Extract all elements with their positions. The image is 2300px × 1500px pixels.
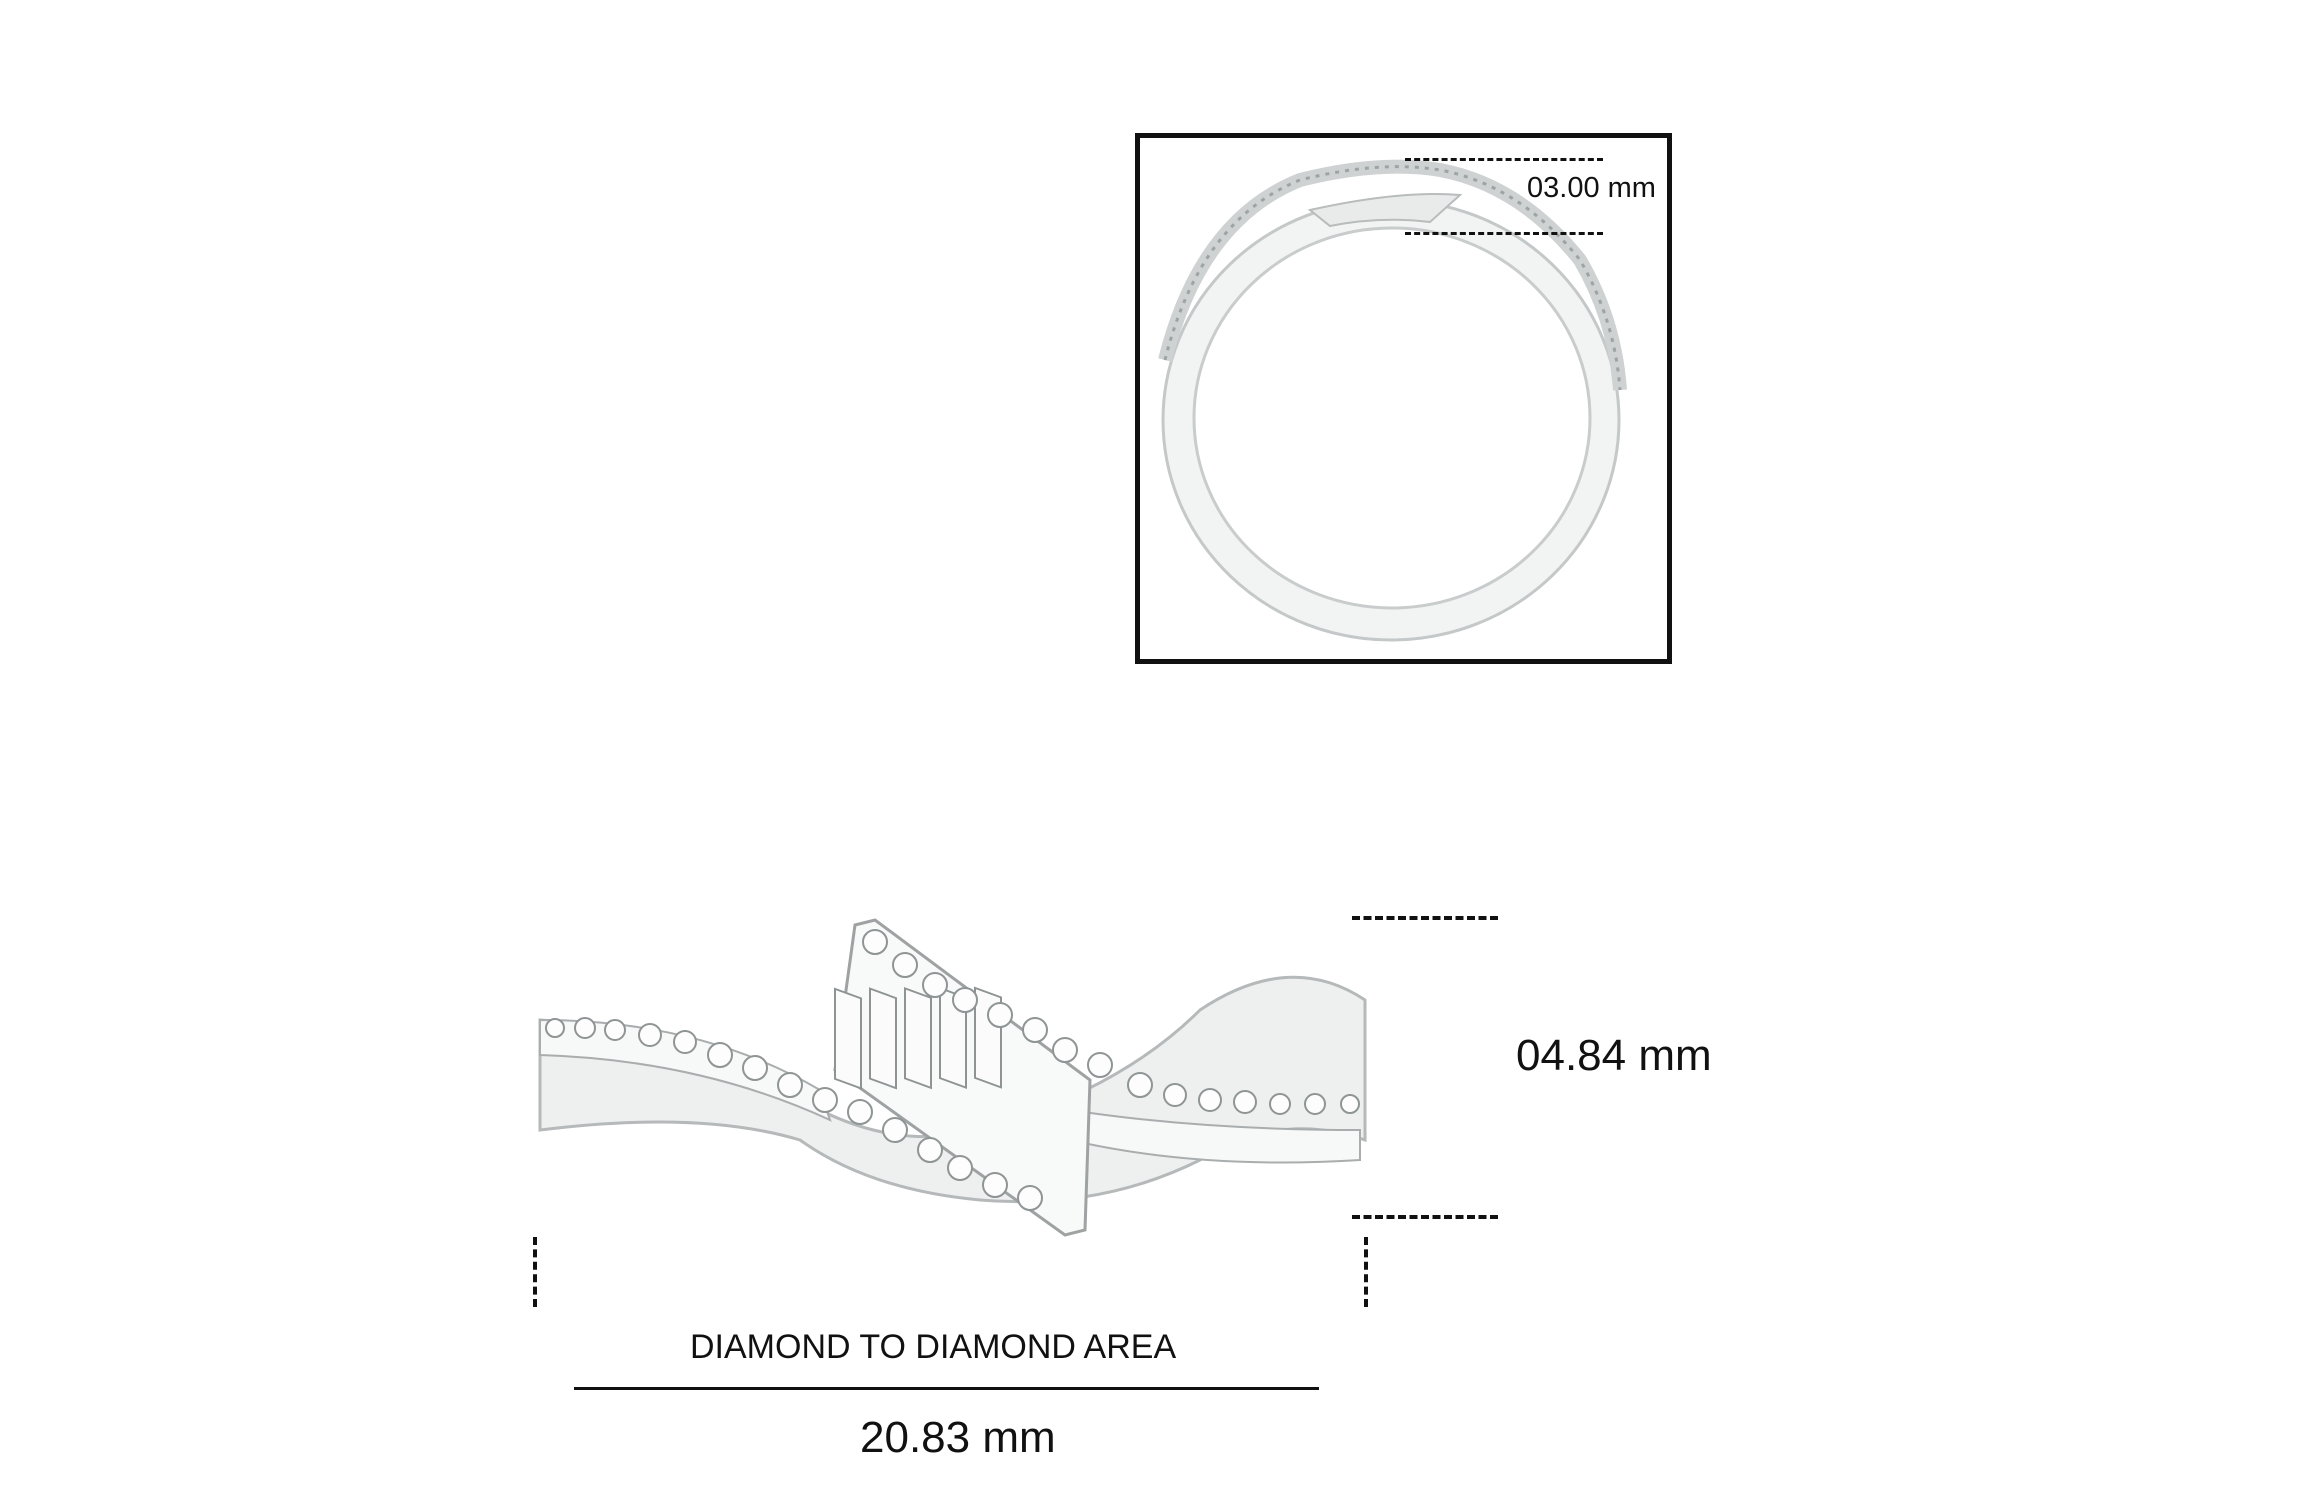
width-right-dashed-line — [1364, 1237, 1368, 1307]
area-title: DIAMOND TO DIAMOND AREA — [690, 1328, 1177, 1366]
height-top-dashed-line — [1352, 916, 1498, 920]
head-height-label: 03.00 mm — [1527, 172, 1656, 204]
ring-side-view — [1158, 159, 1627, 642]
width-dimension-line — [574, 1387, 1319, 1390]
side-view-frame — [1135, 133, 1672, 664]
height-bottom-dashed-line — [1352, 1215, 1498, 1219]
head-height-bottom-dashed-line — [1405, 232, 1603, 235]
height-label: 04.84 mm — [1516, 1031, 1712, 1080]
width-label: 20.83 mm — [860, 1413, 1056, 1462]
width-left-dashed-line — [533, 1237, 537, 1307]
head-height-top-dashed-line — [1405, 158, 1603, 161]
ring-top-view — [538, 918, 1367, 1237]
